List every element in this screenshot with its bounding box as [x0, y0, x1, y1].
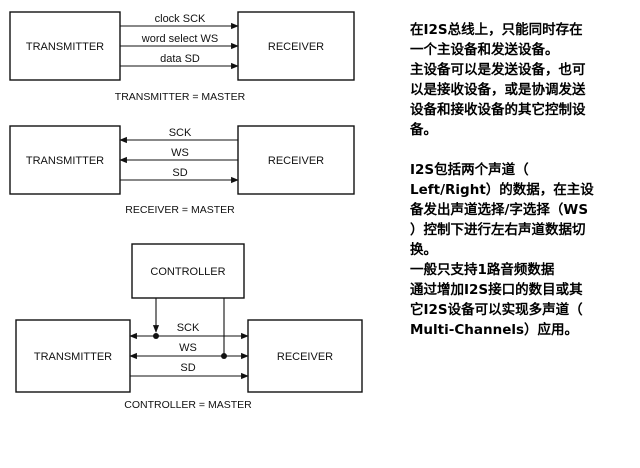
transmitter-box: [15, 319, 131, 393]
ws-label: WS: [171, 147, 189, 159]
sd-label: SD: [180, 362, 195, 374]
transmitter-label: TRANSMITTER: [26, 41, 104, 53]
ws-label: WS: [179, 342, 197, 354]
transmitter-label: TRANSMITTER: [26, 155, 104, 167]
text-line: 它I2S设备可以实现多声道（: [410, 302, 583, 318]
text-line: Left/Right）的数据，在主设: [410, 182, 594, 198]
text-line: 以是接收设备，或是协调发送: [410, 82, 586, 98]
ws-junction: [221, 353, 227, 359]
diagram-transmitter-master: TRANSMITTER RECEIVER clock SCK word sele…: [9, 11, 355, 103]
sd-label: data SD: [160, 53, 200, 65]
ws-label: word select WS: [141, 33, 218, 45]
controller-label: CONTROLLER: [150, 266, 225, 278]
text-line: 备。: [410, 122, 437, 138]
text-line: 主设备可以是发送设备，也可: [410, 62, 586, 78]
transmitter-label: TRANSMITTER: [34, 351, 112, 363]
paragraph-channels: I2S包括两个声道（ Left/Right）的数据，在主设 备发出声道选择/字选…: [410, 160, 632, 340]
controller-box: [131, 243, 245, 299]
transmitter-box: [9, 125, 121, 195]
text-line: Multi-Channels）应用。: [410, 322, 579, 338]
diagram-receiver-master: TRANSMITTER RECEIVER SCK WS SD RECEIVER …: [9, 125, 355, 216]
receiver-label: RECEIVER: [268, 155, 324, 167]
text-line: 通过增加I2S接口的数目或其: [410, 282, 583, 298]
text-line: 设备和接收设备的其它控制设: [410, 102, 586, 118]
sck-label: SCK: [169, 127, 192, 139]
text-line: 换。: [410, 242, 437, 258]
description-text: 在I2S总线上，只能同时存在 一个主设备和发送设备。 主设备可以是发送设备，也可…: [410, 20, 632, 340]
sck-label: clock SCK: [155, 13, 206, 25]
text-line: 在I2S总线上，只能同时存在: [410, 22, 583, 38]
receiver-box: [237, 125, 355, 195]
transmitter-box: [9, 11, 121, 81]
caption: CONTROLLER = MASTER: [124, 399, 252, 411]
i2s-configuration-diagram: TRANSMITTER RECEIVER clock SCK word sele…: [9, 11, 363, 411]
receiver-box: [247, 319, 363, 393]
receiver-label: RECEIVER: [277, 351, 333, 363]
text-line: 备发出声道选择/字选择（WS: [410, 202, 589, 218]
sck-junction: [153, 333, 159, 339]
receiver-label: RECEIVER: [268, 41, 324, 53]
sck-label: SCK: [177, 322, 200, 334]
text-line: I2S包括两个声道（: [410, 162, 529, 178]
text-line: 一般只支持1路音频数据: [410, 262, 555, 278]
paragraph-gap: [410, 140, 632, 160]
text-line: 一个主设备和发送设备。: [410, 42, 559, 58]
paragraph-master-device: 在I2S总线上，只能同时存在 一个主设备和发送设备。 主设备可以是发送设备，也可…: [410, 20, 632, 140]
sd-label: SD: [172, 167, 187, 179]
text-line: ）控制下进行左右声道数据切: [410, 222, 586, 238]
receiver-box: [237, 11, 355, 81]
caption: TRANSMITTER = MASTER: [115, 91, 246, 103]
diagram-controller-master: CONTROLLER TRANSMITTER RECEIVER SCK WS S…: [15, 243, 363, 411]
caption: RECEIVER = MASTER: [125, 204, 235, 216]
